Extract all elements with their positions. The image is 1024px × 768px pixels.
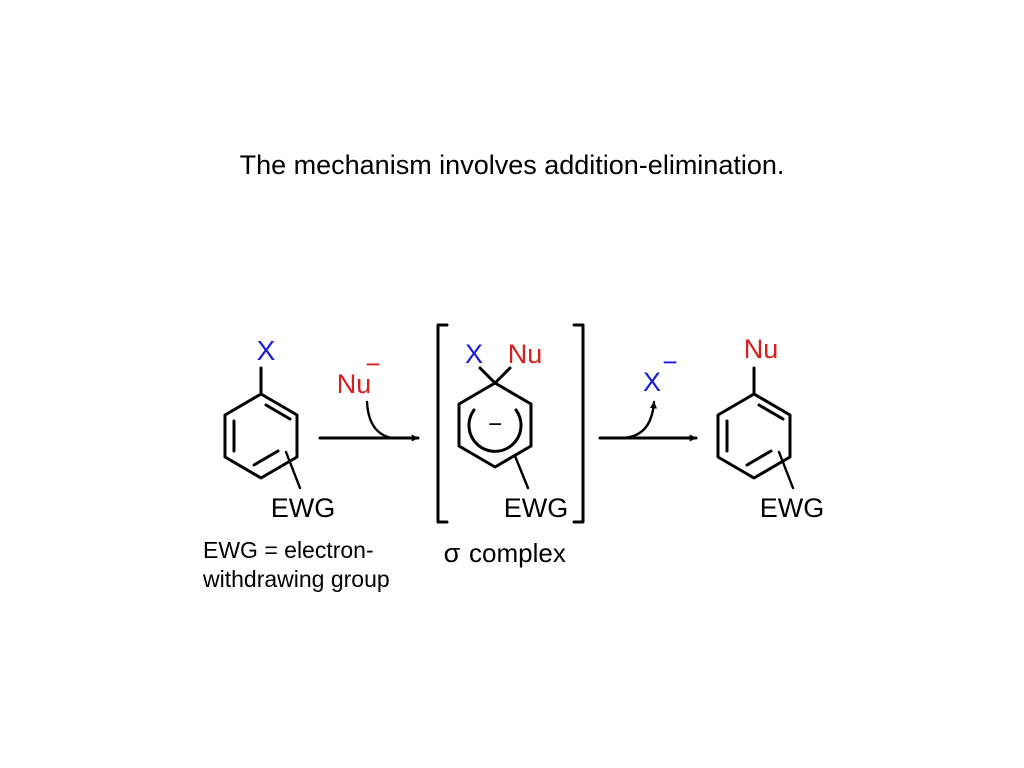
legend-line-2: withdrawing group bbox=[202, 566, 390, 592]
sigma-complex-caption: complex bbox=[469, 538, 566, 568]
product-benzene-ring bbox=[716, 392, 792, 480]
reactant-molecule: X EWG bbox=[223, 335, 336, 523]
product-ewg-bond bbox=[777, 450, 795, 490]
ring-negative-charge: − bbox=[488, 411, 502, 438]
reactant-double-bond bbox=[252, 449, 280, 467]
leaving-group-charge: − bbox=[662, 347, 677, 377]
addition-curved-arrow bbox=[365, 400, 394, 440]
reactant-ewg-label: EWG bbox=[271, 493, 336, 523]
intermediate-ring bbox=[457, 381, 533, 469]
intermediate-c-nu-bond bbox=[493, 366, 512, 385]
left-bracket bbox=[436, 323, 449, 524]
elimination-curved-arrow bbox=[620, 400, 658, 440]
nucleophile-charge: − bbox=[365, 349, 380, 379]
product-ewg-label: EWG bbox=[760, 493, 825, 523]
product-double-bond bbox=[745, 449, 773, 467]
intermediate-ewg-label: EWG bbox=[504, 493, 569, 523]
intermediate-c-x-bond bbox=[478, 366, 497, 385]
reactant-benzene-ring bbox=[223, 392, 299, 480]
intermediate-x-label: X bbox=[465, 339, 483, 369]
addition-step: Nu − bbox=[318, 349, 420, 442]
slide-title: The mechanism involves addition-eliminat… bbox=[239, 150, 785, 180]
sigma-complex: − X Nu EWG σ complex bbox=[436, 323, 585, 568]
elimination-step: X − bbox=[598, 347, 698, 442]
intermediate-nu-label: Nu bbox=[508, 339, 543, 369]
intermediate-ewg-bond bbox=[513, 454, 530, 490]
product-nu-label: Nu bbox=[744, 334, 779, 364]
legend-line-1: EWG = electron- bbox=[203, 537, 374, 563]
nucleophile-label: Nu bbox=[337, 369, 372, 399]
reactant-ewg-bond bbox=[284, 450, 302, 490]
sigma-symbol: σ bbox=[444, 538, 461, 568]
ewg-legend: EWG = electron- withdrawing group bbox=[202, 537, 390, 592]
delocalized-anion-arc bbox=[467, 408, 523, 453]
reactant-double-bond bbox=[264, 403, 292, 421]
reactant-x-label: X bbox=[257, 335, 276, 366]
product-molecule: Nu EWG bbox=[716, 334, 825, 523]
product-double-bond bbox=[757, 403, 785, 421]
leaving-group-label: X bbox=[643, 367, 661, 397]
right-bracket bbox=[572, 323, 585, 524]
